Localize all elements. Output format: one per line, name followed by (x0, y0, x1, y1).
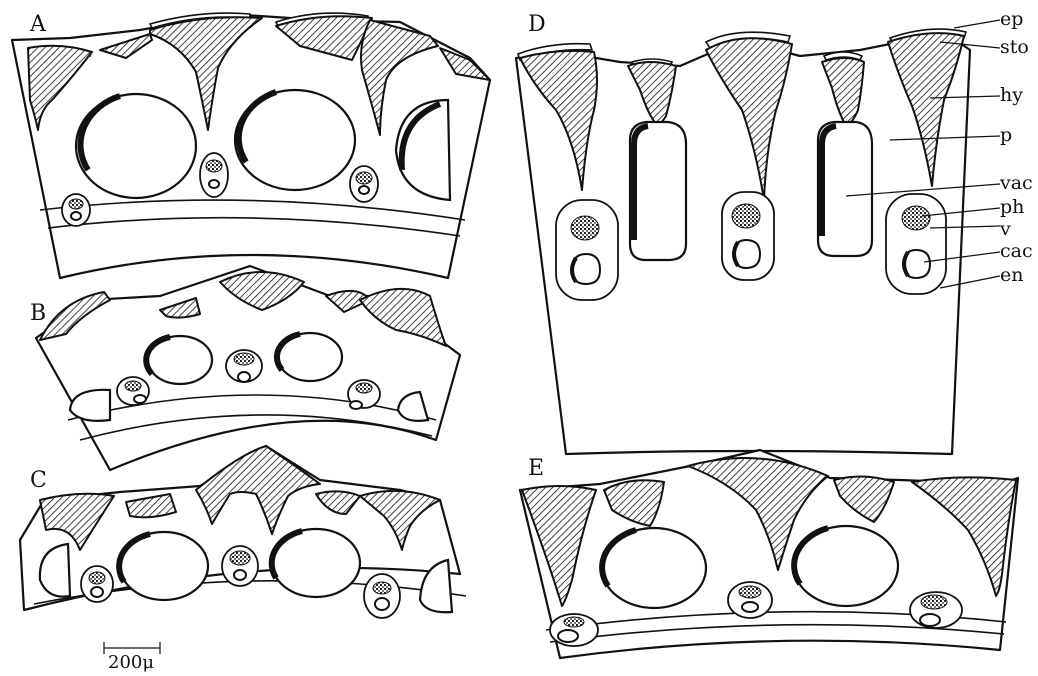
panel-label-b: B (30, 303, 46, 325)
label-p: p (1000, 126, 1012, 145)
panel-label-a: A (30, 14, 46, 36)
label-hy: hy (1000, 86, 1023, 105)
panel-label-e: E (528, 458, 544, 480)
scale-bar-label: 200μ (108, 654, 154, 672)
label-cac: cac (1000, 242, 1033, 261)
panel-e-section (520, 450, 1018, 658)
label-v: v (1000, 220, 1011, 239)
label-vac: vac (1000, 174, 1033, 193)
panel-b-section (36, 266, 460, 470)
panel-label-d: D (528, 14, 546, 36)
label-ep: ep (1000, 10, 1023, 29)
label-sto: sto (1000, 38, 1029, 57)
label-en: en (1000, 266, 1023, 285)
panel-c-section (20, 446, 466, 618)
panel-label-c: C (30, 470, 47, 492)
label-ph: ph (1000, 198, 1024, 217)
panel-a-section (12, 13, 490, 278)
panel-d-section (516, 29, 970, 454)
